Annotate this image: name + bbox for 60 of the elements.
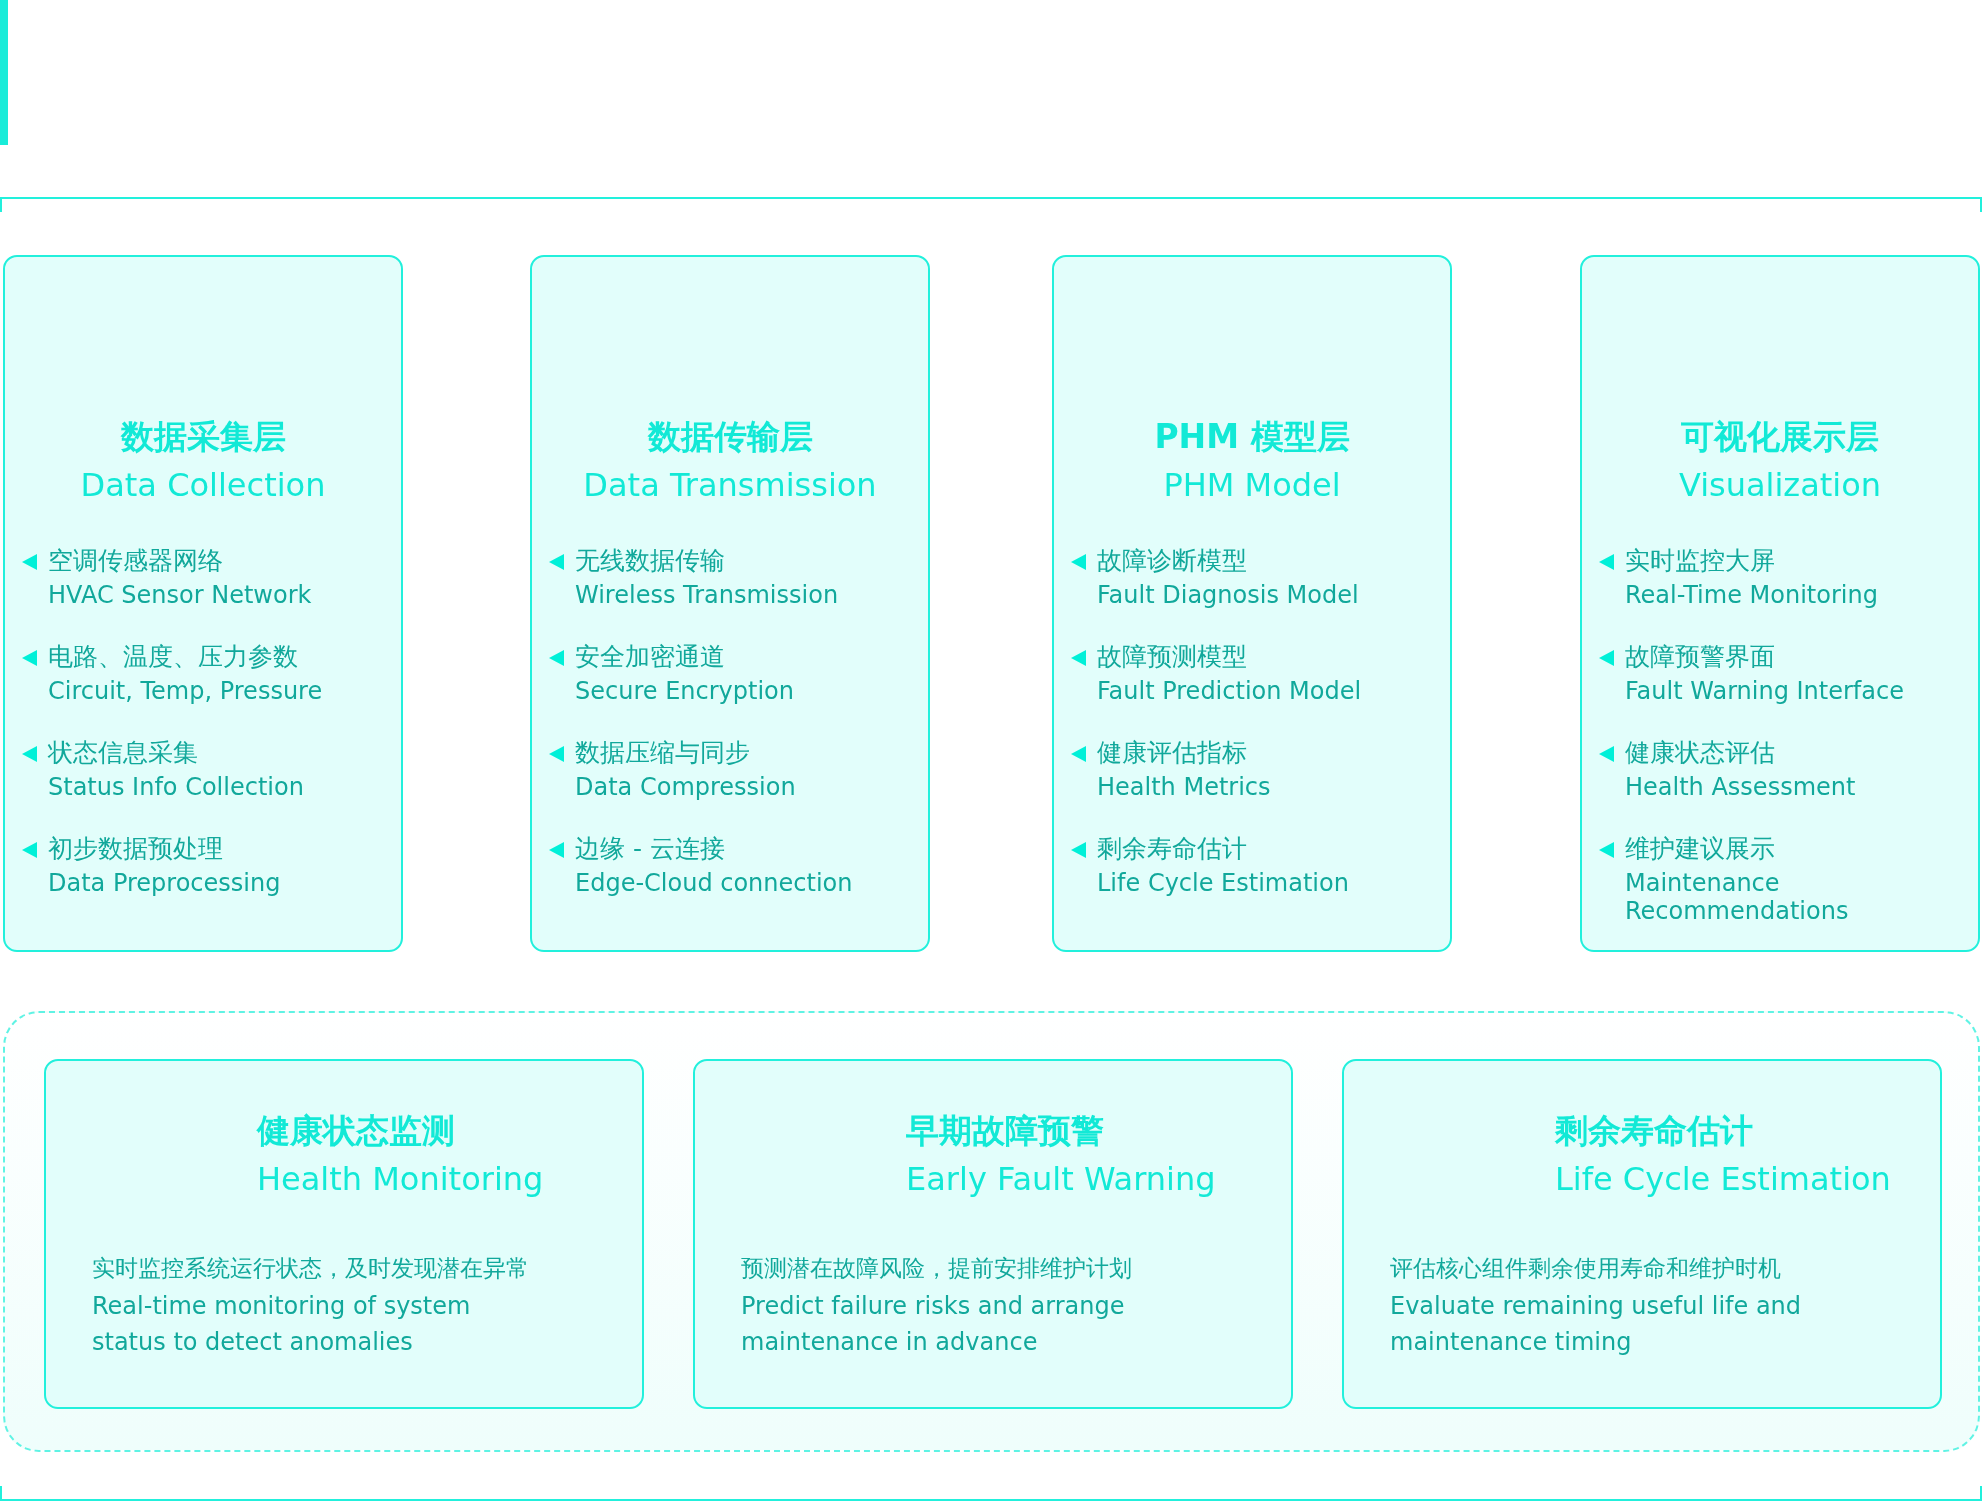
item-label: 初步数据预处理 [48, 833, 223, 865]
feature-subtitle: Early Fault Warning [906, 1159, 1216, 1199]
feature-card [44, 1059, 644, 1409]
item-caption: Life Cycle Estimation [1097, 869, 1350, 897]
item-caption: Fault Prediction Model [1097, 677, 1363, 705]
feature-caption: Evaluate remaining useful life and maintenance timing [1390, 1291, 1803, 1358]
feature-description: 实时监控系统运行状态，及时发现潜在异常 [92, 1254, 529, 1283]
feature-title: 健康状态监测 [257, 1111, 455, 1151]
item-label: 实时监控大屏 [1625, 545, 1775, 577]
layer-title: 数据传输层 [646, 417, 814, 457]
layer-card [3, 255, 403, 952]
item-label: 故障预警界面 [1625, 641, 1775, 673]
item-label: 电路、温度、压力参数 [48, 641, 298, 673]
item-caption: Fault Warning Interface [1625, 677, 1905, 705]
layer-subtitle: PHM Model [1162, 465, 1342, 505]
layer-title: 可视化展示层 [1680, 417, 1880, 457]
item-caption: Circuit, Temp, Pressure [48, 677, 324, 705]
layer-card [530, 255, 930, 952]
item-caption: Maintenance Recommendations [1625, 869, 1850, 925]
layer-subtitle: Data Transmission [582, 465, 878, 505]
feature-description: 评估核心组件剩余使用寿命和维护时机 [1390, 1254, 1781, 1283]
item-label: 维护建议展示 [1625, 833, 1775, 865]
item-label: 空调传感器网络 [48, 545, 223, 577]
dashed-panel [3, 1011, 1980, 1452]
layer-title: PHM 模型层 [1153, 417, 1351, 457]
item-caption: HVAC Sensor Network [48, 581, 313, 609]
item-label: 状态信息采集 [48, 737, 198, 769]
layer-title: 数据采集层 [119, 417, 287, 457]
item-label: 故障预测模型 [1097, 641, 1247, 673]
item-caption: Data Compression [575, 773, 797, 801]
layer-card [1580, 255, 1980, 952]
item-caption: Wireless Transmission [575, 581, 840, 609]
feature-subtitle: Life Cycle Estimation [1555, 1159, 1891, 1199]
feature-card [693, 1059, 1293, 1409]
item-caption: Real-Time Monitoring [1625, 581, 1879, 609]
item-caption: Health Metrics [1097, 773, 1272, 801]
item-caption: Fault Diagnosis Model [1097, 581, 1360, 609]
feature-subtitle: Health Monitoring [257, 1159, 544, 1199]
item-caption: Status Info Collection [48, 773, 305, 801]
layer-card [1052, 255, 1452, 952]
item-caption: Secure Encryption [575, 677, 795, 705]
layer-subtitle: Visualization [1677, 465, 1883, 505]
item-label: 故障诊断模型 [1097, 545, 1247, 577]
item-caption: Data Preprocessing [48, 869, 282, 897]
feature-card [1342, 1059, 1942, 1409]
item-label: 边缘 - 云连接 [575, 833, 725, 865]
feature-description: 预测潜在故障风险，提前安排维护计划 [741, 1254, 1132, 1283]
item-caption: Edge-Cloud connection [575, 869, 854, 897]
feature-title: 剩余寿命估计 [1555, 1111, 1753, 1151]
item-caption: Health Assessment [1625, 773, 1857, 801]
feature-title: 早期故障预警 [906, 1111, 1104, 1151]
item-label: 安全加密通道 [575, 641, 725, 673]
layer-subtitle: Data Collection [79, 465, 327, 505]
item-label: 数据压缩与同步 [575, 737, 750, 769]
feature-caption: Real-time monitoring of system status to detect anomalies [92, 1291, 472, 1358]
feature-caption: Predict failure risks and arrange maintenance in advance [741, 1291, 1126, 1358]
item-label: 剩余寿命估计 [1097, 833, 1247, 865]
item-label: 无线数据传输 [575, 545, 725, 577]
item-label: 健康评估指标 [1097, 737, 1247, 769]
item-label: 健康状态评估 [1625, 737, 1775, 769]
